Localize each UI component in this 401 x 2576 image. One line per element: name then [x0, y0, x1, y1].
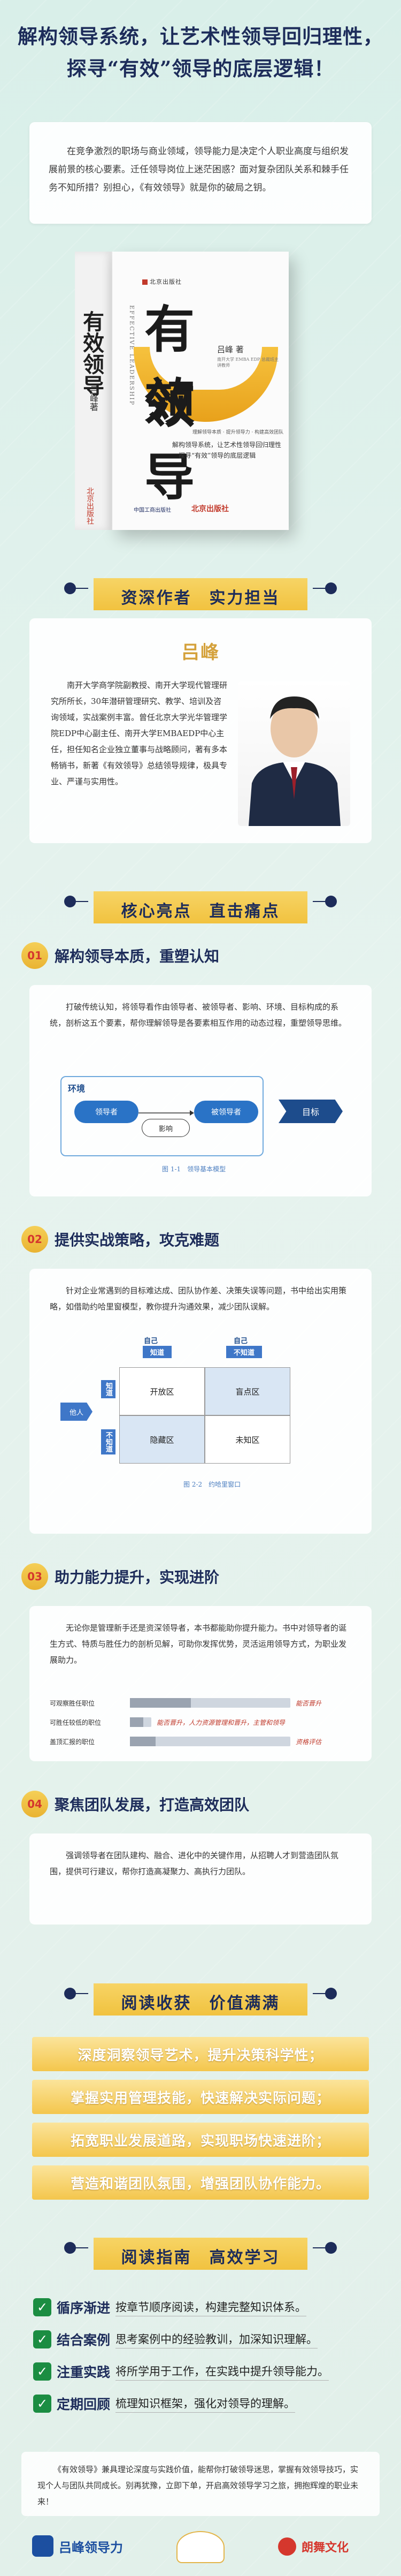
book-title-bottom: 领导 — [144, 375, 219, 507]
highlight-title-3: 03 助力能力提升，实现进阶 — [21, 1563, 219, 1590]
diagram-follower: 被领导者 — [194, 1101, 258, 1123]
harvest-item-2: 掌握实用管理技能，快速解决实际问题； — [32, 2080, 369, 2114]
culture-logo-icon — [278, 2537, 296, 2556]
center-logo-icon — [176, 2531, 225, 2563]
diagram-influence: 影响 — [142, 1119, 190, 1137]
author-name: 吕峰 — [181, 642, 220, 663]
author-bio: 南开大学商学院副教授、南开大学现代管理研究所所长，30年潜研管理研究、教学、培训… — [51, 680, 228, 786]
cell-unknown: 未知区 — [205, 1415, 290, 1464]
cell-blind: 盲点区 — [205, 1367, 290, 1415]
check-icon: ✓ — [33, 2362, 51, 2381]
book-spine: 有效领导 吕峰著 北京出版社 — [75, 252, 112, 530]
book-tagline-1: 理解领导本质 · 提升领导力 · 构建高效团队 — [192, 430, 284, 435]
diagram3-row-2: 可胜任较低的职位 能否晋升，人力资源管理和晋升，主管和领导 — [50, 1715, 285, 1729]
check-icon: ✓ — [33, 2298, 51, 2316]
book-publisher-right: 北京出版社 — [191, 505, 229, 513]
check-icon: ✓ — [33, 2330, 51, 2348]
spine-title: 有效领导 — [79, 310, 104, 396]
footer-text: 《有效领导》兼具理论深度与实践价值，能帮你打破领导迷思，掌握有效领导技巧，实现个… — [37, 2465, 359, 2506]
author-card: 吕峰 南开大学商学院副教授、南开大学现代管理研究所所长，30年潜研管理研究、教学… — [29, 618, 372, 843]
spine-author: 吕峰著 — [88, 385, 98, 411]
book-author-sub: 南开大学 EMBA EDP 总裁班主讲教师 — [217, 357, 279, 368]
diagram-goal: 目标 — [279, 1100, 343, 1123]
highlight-card-3: 无论你是管理新手还是资深领导者，本书都能助你提升能力。书中对领导者的诞生方式、特… — [29, 1606, 372, 1761]
cell-open: 开放区 — [119, 1367, 205, 1415]
diagram-arrow-icon — [138, 1110, 194, 1116]
guide-item-1: ✓ 循序渐进 按章节顺序阅读，构建完整知识体系。 — [33, 2297, 307, 2318]
intro-text: 在竞争激烈的职场与商业领域，领导能力是决定个人职业高度与组织发展前景的核心要素。… — [49, 146, 349, 193]
highlight-title-1: 01 解构领导本质，重塑认知 — [21, 942, 219, 969]
logo-left: 吕峰领导力 — [32, 2535, 123, 2557]
diagram3-row-3: 盖顶汇报的职位 资格评估 — [50, 1734, 321, 1748]
guide-item-3: ✓ 注重实践 将所学用于工作，在实践中提升领导能力。 — [33, 2361, 329, 2382]
highlight-text-4: 强调领导者在团队建构、融合、进化中的关键作用，从招聘人才到营造团队氛围，提供可行… — [50, 1851, 339, 1876]
highlight-card-4: 强调领导者在团队建构、融合、进化中的关键作用，从招聘人才到营造团队氛围，提供可行… — [29, 1833, 372, 1925]
diagram1-caption: 图 1-1 领导基本模型 — [162, 1165, 226, 1173]
diagram-johari-window: 自己 自己 知道 不知道 知道 不知道 他人 开放区 盲点区 隐藏区 未知区 图… — [50, 1335, 353, 1528]
harvest-item-4: 营造和谐团队氛围，增强团队协作能力。 — [32, 2165, 369, 2200]
highlight-card-2: 针对企业常遇到的目标难达成、团队协作差、决策失误等问题，书中给出实用策略，如借助… — [29, 1269, 372, 1534]
book-cover-image: 有效领导 吕峰著 北京出版社 北京出版社 EFFECTIVE LEADERSHI… — [75, 236, 326, 567]
guide-item-4: ✓ 定期回顾 梳理知识框架，强化对领导的理解。 — [33, 2393, 296, 2414]
logo-row: 吕峰领导力 朗舞文化 — [0, 2526, 401, 2569]
highlight-title-4: 04 聚焦团队发展，打造高效团队 — [21, 1791, 249, 1817]
highlight-text-3: 无论你是管理新手还是资深领导者，本书都能助你提升能力。书中对领导者的诞生方式、特… — [50, 1623, 347, 1665]
book-front: 北京出版社 EFFECTIVE LEADERSHIP 有效 吕峰 著 南开大学 … — [112, 252, 289, 530]
logo-right: 朗舞文化 — [278, 2537, 349, 2556]
section-header-highlights: 核心亮点 直击痛点 — [0, 891, 401, 923]
intro-card: 在竞争激烈的职场与商业领域，领导能力是决定个人职业高度与组织发展前景的核心要素。… — [29, 122, 372, 224]
footer-card: 《有效领导》兼具理论深度与实践价值，能帮你打破领导迷思，掌握有效领导技巧，实现个… — [21, 2452, 380, 2516]
harvest-item-3: 拓宽职业发展道路，实现职场快速进阶； — [32, 2123, 369, 2157]
book-title-top: 有效 — [144, 300, 219, 432]
book-publisher-left: 中国工商出版社 — [134, 507, 171, 513]
diagram3-row-1: 可观察胜任职位 能否晋升 — [50, 1696, 321, 1710]
highlight-title-2: 02 提供实战策略，攻克难题 — [21, 1226, 219, 1253]
check-icon: ✓ — [33, 2395, 51, 2413]
diagram2-caption: 图 2-2 约哈里窗口 — [183, 1481, 241, 1488]
spine-publisher: 北京出版社 — [86, 487, 94, 525]
section-header-harvest: 阅读收获 价值满满 — [0, 1983, 401, 2016]
section-header-author: 资深作者 实力担当 — [0, 578, 401, 610]
book-tagline-3: 探寻“有效”领导的底层逻辑 — [179, 452, 256, 459]
highlight-card-1: 打破传统认知，将领导看作由领导者、被领导者、影响、环境、目标构成的系统，剖析这五… — [29, 985, 372, 1196]
brand-logo-icon — [32, 2535, 53, 2557]
harvest-item-1: 深度洞察领导艺术，提升决策科学性； — [32, 2037, 369, 2071]
diagram-leader: 领导者 — [74, 1101, 138, 1123]
diagram-env-label: 环境 — [68, 1084, 86, 1094]
author-photo — [238, 681, 350, 826]
hero-title-line2: 探寻“有效”领导的底层逻辑！ — [66, 57, 335, 80]
book-tagline-2: 解构领导系统，让艺术性领导回归理性 — [172, 441, 282, 449]
hero-title-line1: 解构领导系统，让艺术性领导回归理性， — [18, 25, 383, 48]
highlight-text-1: 打破传统认知，将领导看作由领导者、被领导者、影响、环境、目标构成的系统，剖析这五… — [50, 1002, 347, 1028]
book-vertical-en: EFFECTIVE LEADERSHIP — [128, 305, 135, 406]
book-publisher-logo: 北京出版社 — [142, 277, 182, 286]
diagram-side-label: 他人 — [60, 1403, 92, 1421]
cell-hidden: 隐藏区 — [119, 1415, 205, 1464]
guide-item-2: ✓ 结合案例 思考案例中的经验教训，加深知识理解。 — [33, 2329, 318, 2350]
section-header-guide: 阅读指南 高效学习 — [0, 2238, 401, 2270]
diagram-leadership-model: 环境 领导者 影响 被领导者 目标 图 1-1 领导基本模型 — [50, 1065, 353, 1178]
book-author: 吕峰 著 — [217, 345, 244, 354]
highlight-text-2: 针对企业常遇到的目标难达成、团队协作差、决策失误等问题，书中给出实用策略，如借助… — [50, 1286, 347, 1312]
